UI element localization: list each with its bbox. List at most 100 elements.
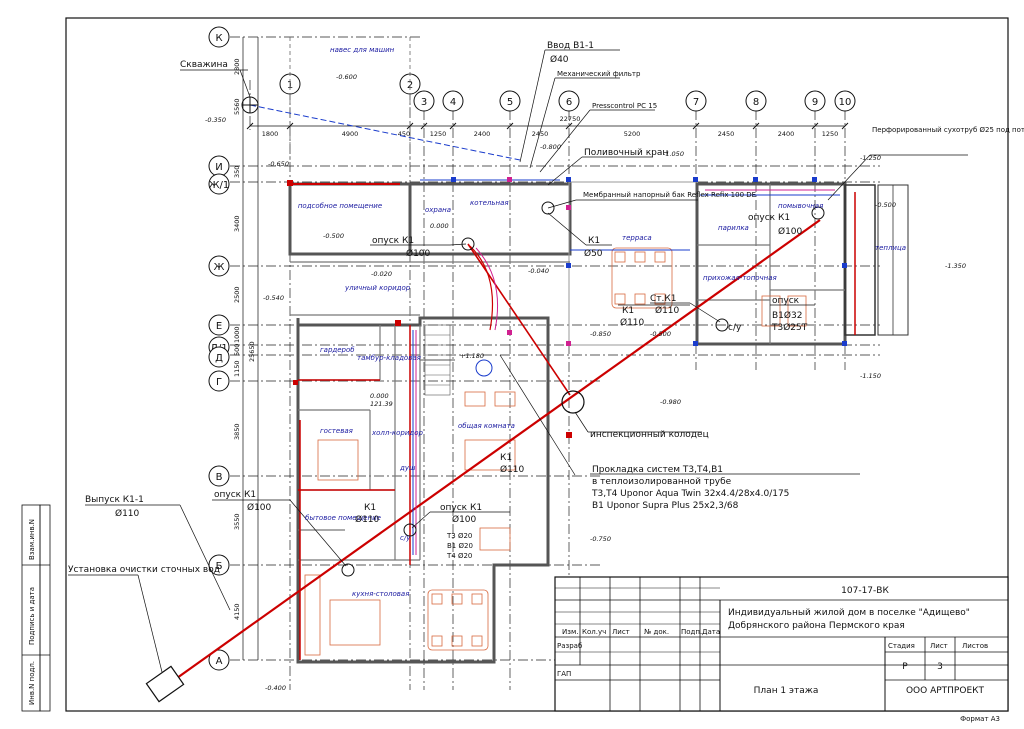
lvl-0: -0.600	[336, 73, 357, 81]
label-well: Скважина	[180, 60, 228, 70]
lvl-19: -0.400	[265, 684, 286, 692]
tb-row-kol: Кол.уч	[582, 628, 606, 636]
label-k1: К1	[588, 236, 600, 246]
label-riser-c-d: Ø100	[452, 514, 477, 525]
label-b1: В1 Ø20	[447, 542, 473, 550]
lvl-11: -1.050	[663, 150, 684, 158]
label-tap: Поливочный кран	[584, 148, 668, 158]
axis-3: 3	[421, 97, 427, 108]
water-pipes	[249, 104, 840, 555]
label-k1b-d: Ø110	[620, 317, 645, 328]
label-riser-l: опуск К1	[214, 490, 256, 500]
dim-1250b: 1250	[822, 130, 839, 138]
label-riser1-d: Ø100	[406, 248, 431, 259]
room-sauna: парилка	[718, 224, 749, 232]
label-riser-r-b1: В1Ø32	[772, 310, 802, 321]
tb-drawing: План 1 этажа	[754, 686, 819, 696]
label-riser-l-d: Ø100	[247, 502, 272, 513]
dim-4900: 4900	[342, 130, 359, 138]
axis-K: К	[215, 33, 222, 44]
axis-I: И	[215, 162, 222, 173]
room-household: бытовое помещение	[305, 514, 381, 522]
room-canopy-1: навес для машин	[330, 46, 395, 54]
lvl-21: 121.39	[370, 400, 393, 408]
axis-5: 5	[507, 97, 513, 108]
axis-2: 2	[407, 80, 413, 91]
label-riser1: опуск К1	[372, 236, 414, 246]
dim-5200: 5200	[624, 130, 641, 138]
lvl-18: -0.750	[590, 535, 611, 543]
axis-E: Е	[216, 321, 222, 332]
lvl-16: -1.150	[860, 372, 881, 380]
room-kitchen: кухня-столовая	[352, 590, 409, 598]
label-laying-1: в теплоизолированной трубе	[592, 477, 732, 487]
dim-1000: 1000	[233, 326, 241, 343]
stamp-sign: Подпись и дата	[28, 587, 36, 645]
leaders	[68, 49, 968, 673]
dim-1250: 1250	[430, 130, 447, 138]
dim-2800: 2800	[233, 58, 241, 75]
tb-format: Формат А3	[960, 715, 1000, 723]
lvl-17: -0.980	[660, 398, 681, 406]
axis-1: 1	[287, 80, 293, 91]
axis-B: Б	[216, 561, 223, 572]
label-k1d: К1	[364, 503, 376, 513]
lvl-10: -0.500	[650, 330, 671, 338]
axis-7: 7	[693, 97, 699, 108]
dim-2400: 2400	[474, 130, 491, 138]
tb-row-date: Дата	[702, 628, 720, 636]
level-marks: -0.600 -0.350 -0.650 -0.500 -0.540 -0.02…	[205, 73, 966, 692]
furniture	[304, 247, 807, 656]
axis-D: Д	[215, 353, 223, 364]
lvl-7: -0.040	[528, 267, 549, 275]
room-wc: с/у	[400, 534, 411, 542]
label-laying-2: Т3,Т4 Uponor Aqua Twin 32x4.4/28x4.0/175	[591, 489, 789, 499]
dim-3400: 3400	[233, 215, 241, 232]
room-hall-corridor: холл-коридор	[371, 429, 424, 437]
room-names: навес для машин подсобное помещение охра…	[298, 46, 906, 598]
tb-role2: ГАП	[557, 670, 571, 678]
dim-2450b: 2450	[718, 130, 735, 138]
tb-row-izm: Изм.	[562, 628, 578, 636]
dim-2400b: 2400	[778, 130, 795, 138]
label-k1b: К1	[622, 306, 634, 316]
tb-org: ООО АРТПРОЕКТ	[906, 686, 985, 696]
tb-stage-h: Стадия	[888, 642, 915, 650]
dimension-line-top: 1800 4900 450 1250 2400 2450 5200 2450 2…	[246, 115, 849, 138]
room-security: охрана	[425, 206, 451, 214]
dim-1150: 1150	[233, 360, 241, 377]
tb-code: 107-17-ВК	[841, 586, 889, 596]
axis-G: Г	[216, 377, 222, 388]
label-riser-sauna-d: Ø100	[778, 226, 803, 237]
dim-2500: 2500	[233, 286, 241, 303]
stamp-inv: Инв.N подл.	[28, 661, 36, 705]
room-terrace: терраса	[622, 234, 652, 242]
dim-3850: 3850	[233, 423, 241, 440]
axis-6: 6	[566, 97, 572, 108]
tb-row-sign: Подп.	[681, 628, 702, 636]
room-wardrobe: гардероб	[320, 346, 355, 354]
canopy-outline	[289, 37, 411, 166]
dim-1800: 1800	[262, 130, 279, 138]
fixtures	[145, 96, 847, 703]
axis-V: В	[216, 472, 223, 483]
tb-sheet: 3	[937, 662, 943, 672]
axis-9: 9	[812, 97, 818, 108]
label-k1c-d: Ø110	[500, 464, 525, 475]
label-riser-c: опуск К1	[440, 503, 482, 513]
room-guest: гостевая	[320, 427, 353, 435]
label-inspection: инспекционный колодец	[590, 430, 709, 440]
label-k1d-d: Ø110	[355, 514, 380, 525]
label-riser-r: опуск	[772, 296, 800, 306]
label-presscontrol: Presscontrol PC 15	[592, 102, 657, 110]
dim-25650: 25650	[248, 341, 256, 362]
lvl-12: -0.800	[540, 143, 561, 151]
hot-water-pipes	[415, 189, 835, 555]
axis-Zh1: Ж/1	[209, 180, 230, 191]
dim-350: 350	[233, 166, 241, 178]
room-street-corridor: уличный коридор	[344, 284, 411, 292]
room-common: общая комната	[458, 422, 515, 430]
lvl-3: -0.500	[323, 232, 344, 240]
